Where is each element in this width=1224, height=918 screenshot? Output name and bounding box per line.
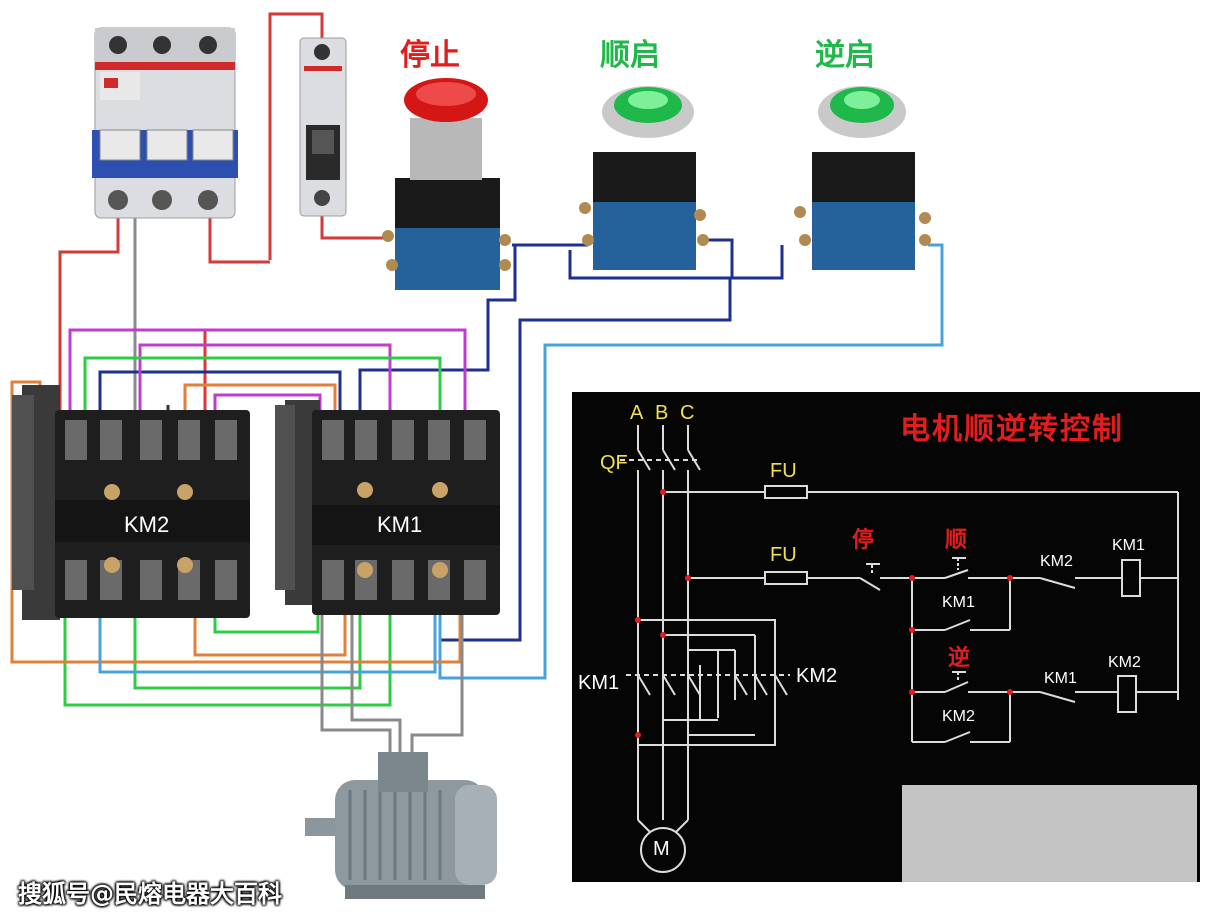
wire-magenta-2: [138, 343, 392, 420]
contactor-km1: [275, 400, 500, 615]
schematic-title: 电机顺逆转控制: [900, 412, 1124, 447]
qf-label: QF: [600, 452, 628, 474]
wire-red-1: [268, 12, 324, 260]
wire-lightblue-2: [98, 610, 437, 674]
wire-green-4: [213, 610, 320, 634]
wire-lightblue-1: [438, 243, 944, 680]
coil-km1-label: KM1: [1112, 537, 1145, 554]
phase-b-label: B: [655, 402, 669, 424]
schematic-junctions: [635, 489, 1013, 738]
wire-gray-3: [410, 610, 464, 752]
wire-red-3: [58, 215, 120, 420]
fu1-label: FU: [770, 460, 797, 482]
wire-green-1: [83, 356, 442, 420]
blurred-patch: [902, 785, 1197, 882]
wire-blue-6: [98, 370, 342, 420]
wire-green-2: [63, 610, 392, 707]
phase-c-label: C: [680, 402, 695, 424]
wires: [10, 12, 944, 752]
fu2-label: FU: [770, 544, 797, 566]
schematic-reverse-label: 逆: [948, 646, 971, 671]
motor: [305, 752, 497, 899]
stop-button: [382, 78, 511, 290]
three-pole-breaker: [92, 27, 238, 219]
forward-button: [579, 86, 709, 270]
main-km2-label: KM2: [796, 665, 838, 687]
reverse-button: [794, 86, 931, 270]
wire-blue-4: [705, 238, 734, 278]
schematic-forward-label: 顺: [945, 528, 968, 553]
km2-interlock-label: KM2: [1040, 553, 1073, 570]
schematic-lines: [620, 425, 1179, 873]
wire-blue-2: [358, 245, 517, 420]
wire-gray-1: [320, 610, 392, 752]
main-km1-label: KM1: [578, 672, 620, 694]
wire-magenta-1: [68, 328, 467, 420]
coil-km2-label: KM2: [1108, 654, 1141, 671]
km1-hold-label: KM1: [942, 594, 975, 611]
wire-orange-3: [183, 383, 337, 420]
phase-a-label: A: [630, 402, 644, 424]
wire-blue-3: [440, 250, 732, 642]
wire-red-2: [320, 215, 385, 240]
wire-green-3: [133, 610, 362, 690]
km2-label: KM2: [124, 512, 170, 537]
km1-label: KM1: [377, 512, 423, 537]
wire-blue-5: [730, 245, 784, 280]
single-pole-breaker: [299, 37, 347, 217]
watermark: 搜狐号@民熔电器大百科: [18, 880, 282, 908]
km2-hold-label: KM2: [942, 708, 975, 725]
stop-button-label: 停止: [400, 38, 460, 73]
contactor-km2: [12, 385, 250, 620]
schematic-stop-label: 停: [852, 528, 875, 553]
forward-button-label: 顺启: [600, 38, 660, 73]
wire-gray-2: [350, 610, 402, 752]
km1-interlock-label: KM1: [1044, 670, 1077, 687]
wire-red-4: [208, 215, 270, 264]
reverse-button-label: 逆启: [815, 38, 875, 73]
wire-orange-2: [193, 610, 347, 657]
motor-label: M: [653, 838, 670, 860]
